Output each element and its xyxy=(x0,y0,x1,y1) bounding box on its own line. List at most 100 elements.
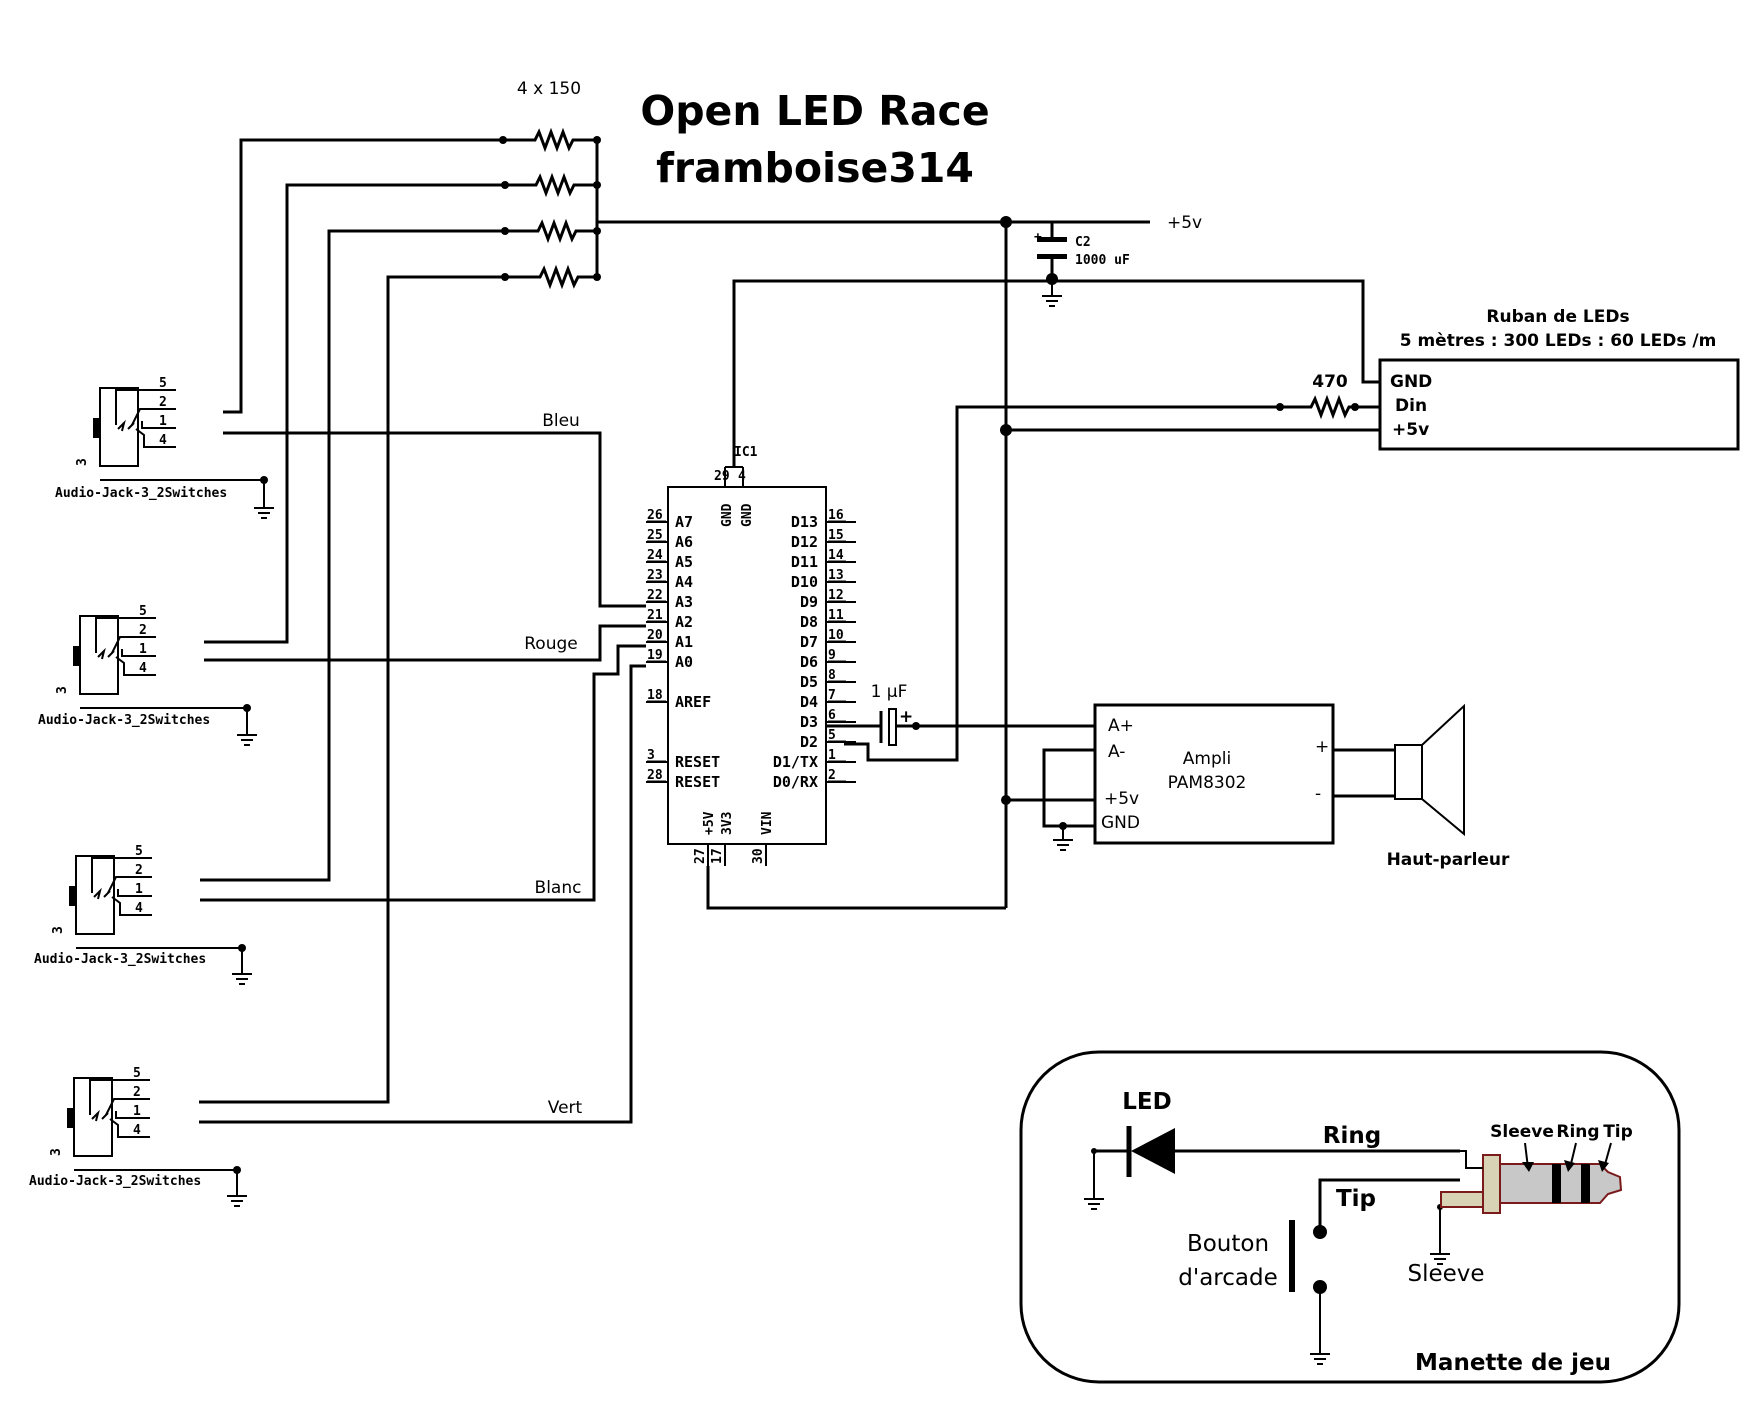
arduino-left-pin-num: 24 xyxy=(647,548,663,563)
wire-label-blanc: Blanc xyxy=(535,878,582,898)
plug-label-ring: Ring xyxy=(1556,1122,1599,1142)
arduino-right-pin-num: 5 xyxy=(828,728,836,743)
arduino-left-pin-name: A5 xyxy=(675,553,693,571)
arduino-right-pin-num: 11 xyxy=(828,608,844,623)
jack-pin-number: 5 xyxy=(135,844,143,859)
arcade-button-icon xyxy=(1289,1220,1331,1365)
arduino-right-pin-name: D0/RX xyxy=(773,773,818,791)
arduino-top-pin-29: 29 xyxy=(714,469,730,484)
vcc-label: +5v xyxy=(1167,213,1202,233)
jack-pin-number: 1 xyxy=(159,414,167,429)
speaker-label: Haut-parleur xyxy=(1387,850,1510,870)
tip-wire xyxy=(1318,1178,1460,1232)
arduino-5v-wire xyxy=(706,866,1006,910)
arduino-left-pin-num: 21 xyxy=(647,608,663,623)
amp-pin-a-plus: A+ xyxy=(1108,716,1134,736)
jack-pin-number: 1 xyxy=(139,642,147,657)
plug-label-sleeve: Sleeve xyxy=(1490,1122,1554,1142)
arduino-bottom-pin-27: 27 xyxy=(693,848,708,864)
arduino-right-pin-name: D7 xyxy=(800,633,818,651)
coupling-capacitor: + xyxy=(826,707,1095,760)
arduino-ref: IC1 xyxy=(734,445,758,460)
resistor-junctions xyxy=(499,136,601,281)
title-line2: framboise314 xyxy=(656,144,974,192)
pullup-resistor-3 xyxy=(530,221,584,241)
audio-jack-label: Audio-Jack-3_2Switches xyxy=(55,486,227,501)
jack-pin-number: 5 xyxy=(133,1066,141,1081)
arduino-left-pin-name: A7 xyxy=(675,513,693,531)
controller-title: Manette de jeu xyxy=(1415,1350,1611,1376)
controller-box xyxy=(1019,1050,1681,1384)
led-strip-pin-5v: +5v xyxy=(1392,420,1429,440)
amp-pin-gnd: GND xyxy=(1101,813,1140,833)
button-label-line1: Bouton xyxy=(1187,1231,1269,1257)
controller-tip-label: Tip xyxy=(1336,1186,1376,1212)
arduino-right-pin-num: 16 xyxy=(828,508,844,523)
arduino-left-pin-name: A6 xyxy=(675,533,693,551)
led-strip-title: Ruban de LEDs xyxy=(1486,307,1629,327)
arduino-right-pin-name: D11 xyxy=(791,553,818,571)
jack-pin-number: 4 xyxy=(159,433,167,448)
led-strip-pin-din: Din xyxy=(1395,396,1427,416)
c2-value: 1000 uF xyxy=(1075,253,1130,268)
arduino-right-pins: 16D1315D1214D1113D1012D911D810D79D68D57D… xyxy=(773,508,856,791)
arduino-right-pin-num: 12 xyxy=(828,588,844,603)
led-strip-box xyxy=(1378,358,1740,451)
arduino-left-pin-num: 26 xyxy=(647,508,663,523)
arduino-left-pin-name: A3 xyxy=(675,593,693,611)
audio-jack-label: Audio-Jack-3_2Switches xyxy=(34,952,206,967)
arduino-left-pin-name: A0 xyxy=(675,653,693,671)
coupling-cap-value: 1 µF xyxy=(871,682,908,702)
din-resistor-label: 470 xyxy=(1312,372,1348,392)
plug-arrows xyxy=(1522,1142,1612,1172)
gnd-wire xyxy=(732,279,1380,446)
din-resistor xyxy=(844,397,1380,762)
audio-jack-label: Audio-Jack-3_2Switches xyxy=(38,713,210,728)
pullup-resistors-label: 4 x 150 xyxy=(517,79,581,99)
arduino-left-pin-name: A1 xyxy=(675,633,693,651)
resistor-wires xyxy=(199,138,1150,1104)
arduino-top-pin-4: 4 xyxy=(738,469,746,484)
arduino-right-pin-num: 10 xyxy=(828,628,844,643)
arduino-left-pin-num: 28 xyxy=(647,768,663,783)
pullup-resistor-1 xyxy=(527,130,581,150)
arduino-right-pin-name: D8 xyxy=(800,613,818,631)
arduino-right-pin-name: D13 xyxy=(791,513,818,531)
wire-label-vert: Vert xyxy=(548,1098,583,1118)
arduino-bottom-pins xyxy=(707,844,767,866)
jack-pin-number: 2 xyxy=(133,1085,141,1100)
arduino-right-pin-name: D5 xyxy=(800,673,818,691)
jack-pin-number: 5 xyxy=(159,376,167,391)
arduino-right-pin-num: 15 xyxy=(828,528,844,543)
led-icon xyxy=(1083,1126,1460,1210)
arduino-left-pin-num: 25 xyxy=(647,528,663,543)
capacitor-c2: + xyxy=(1034,222,1067,307)
jack-pin3: 3 xyxy=(49,1148,64,1156)
arduino-right-pin-name: D9 xyxy=(800,593,818,611)
arduino-right-pin-name: D3 xyxy=(800,713,818,731)
jack-pin-number: 4 xyxy=(135,901,143,916)
jack-pin-number: 2 xyxy=(135,863,143,878)
jack-pin-number: 2 xyxy=(159,395,167,410)
amp-out-minus: - xyxy=(1315,784,1321,804)
arduino-bottom-label-vin: VIN xyxy=(760,811,775,835)
svg-text:+: + xyxy=(1034,230,1042,245)
amp-name: Ampli xyxy=(1183,749,1231,769)
jack-pin-number: 4 xyxy=(133,1123,141,1138)
amp-out-plus: + xyxy=(1315,737,1329,757)
arduino-left-pin-num: 18 xyxy=(647,688,663,703)
jack-pin-number: 1 xyxy=(133,1104,141,1119)
arduino-right-pin-num: 2 xyxy=(828,768,836,783)
arduino-right-pin-name: D2 xyxy=(800,733,818,751)
arduino-nano xyxy=(667,446,827,845)
arduino-bottom-label-5v: +5V xyxy=(702,811,717,835)
amplifier-box xyxy=(1093,703,1335,845)
jack-pin3: 3 xyxy=(75,458,90,466)
arduino-right-pin-num: 6 xyxy=(828,708,836,723)
arduino-left-pin-name: RESET xyxy=(675,773,720,791)
arduino-bottom-pin-30: 30 xyxy=(751,848,766,864)
jack-pin-number: 4 xyxy=(139,661,147,676)
arduino-right-pin-num: 14 xyxy=(828,548,844,563)
